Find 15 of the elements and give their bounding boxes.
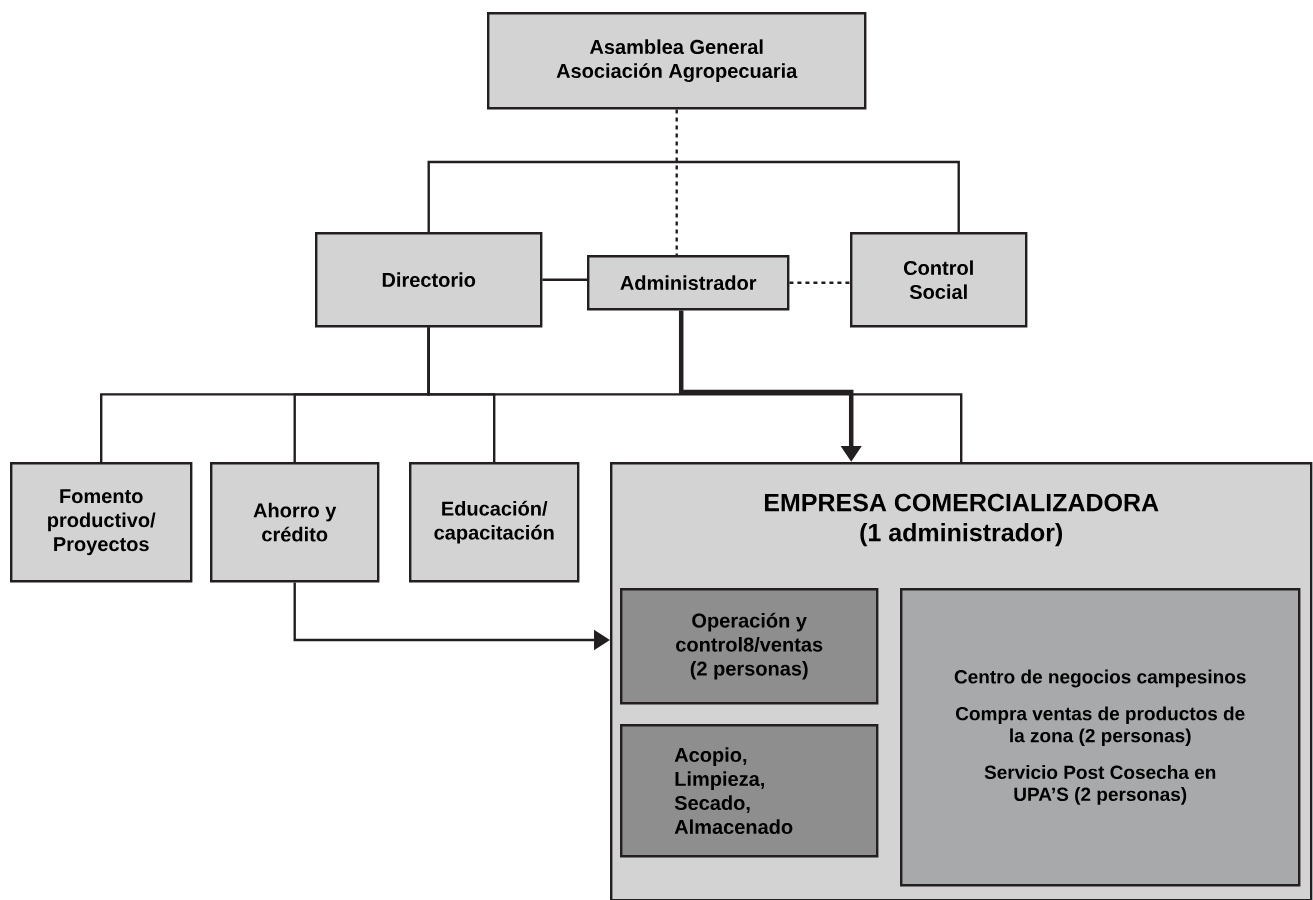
connector-line xyxy=(427,160,960,232)
org-box: Administrador xyxy=(587,255,790,311)
org-box: Educación/ capacitación xyxy=(409,462,580,583)
org-box: Control Social xyxy=(850,232,1028,328)
connector-line xyxy=(675,109,678,255)
org-box: Directorio xyxy=(315,232,543,328)
org-box: Ahorro y crédito xyxy=(210,462,380,583)
connector-line xyxy=(542,278,587,281)
unit-box: Acopio, Limpieza, Secado, Almacenado xyxy=(620,724,879,858)
org-box: Asamblea General Asociación Agropecuaria xyxy=(487,12,867,110)
connector-line xyxy=(789,281,850,284)
unit-box: Operación y control8/ventas (2 personas) xyxy=(620,588,879,705)
unit-box: Centro de negocios campesinos Compra ventas de productos de la zona (2 personas) Servicio Post Cosecha en UPA’S (2 personas) xyxy=(900,588,1301,887)
connector-line xyxy=(427,327,963,462)
org-box: Fomento productivo/ Proyectos xyxy=(10,462,193,583)
